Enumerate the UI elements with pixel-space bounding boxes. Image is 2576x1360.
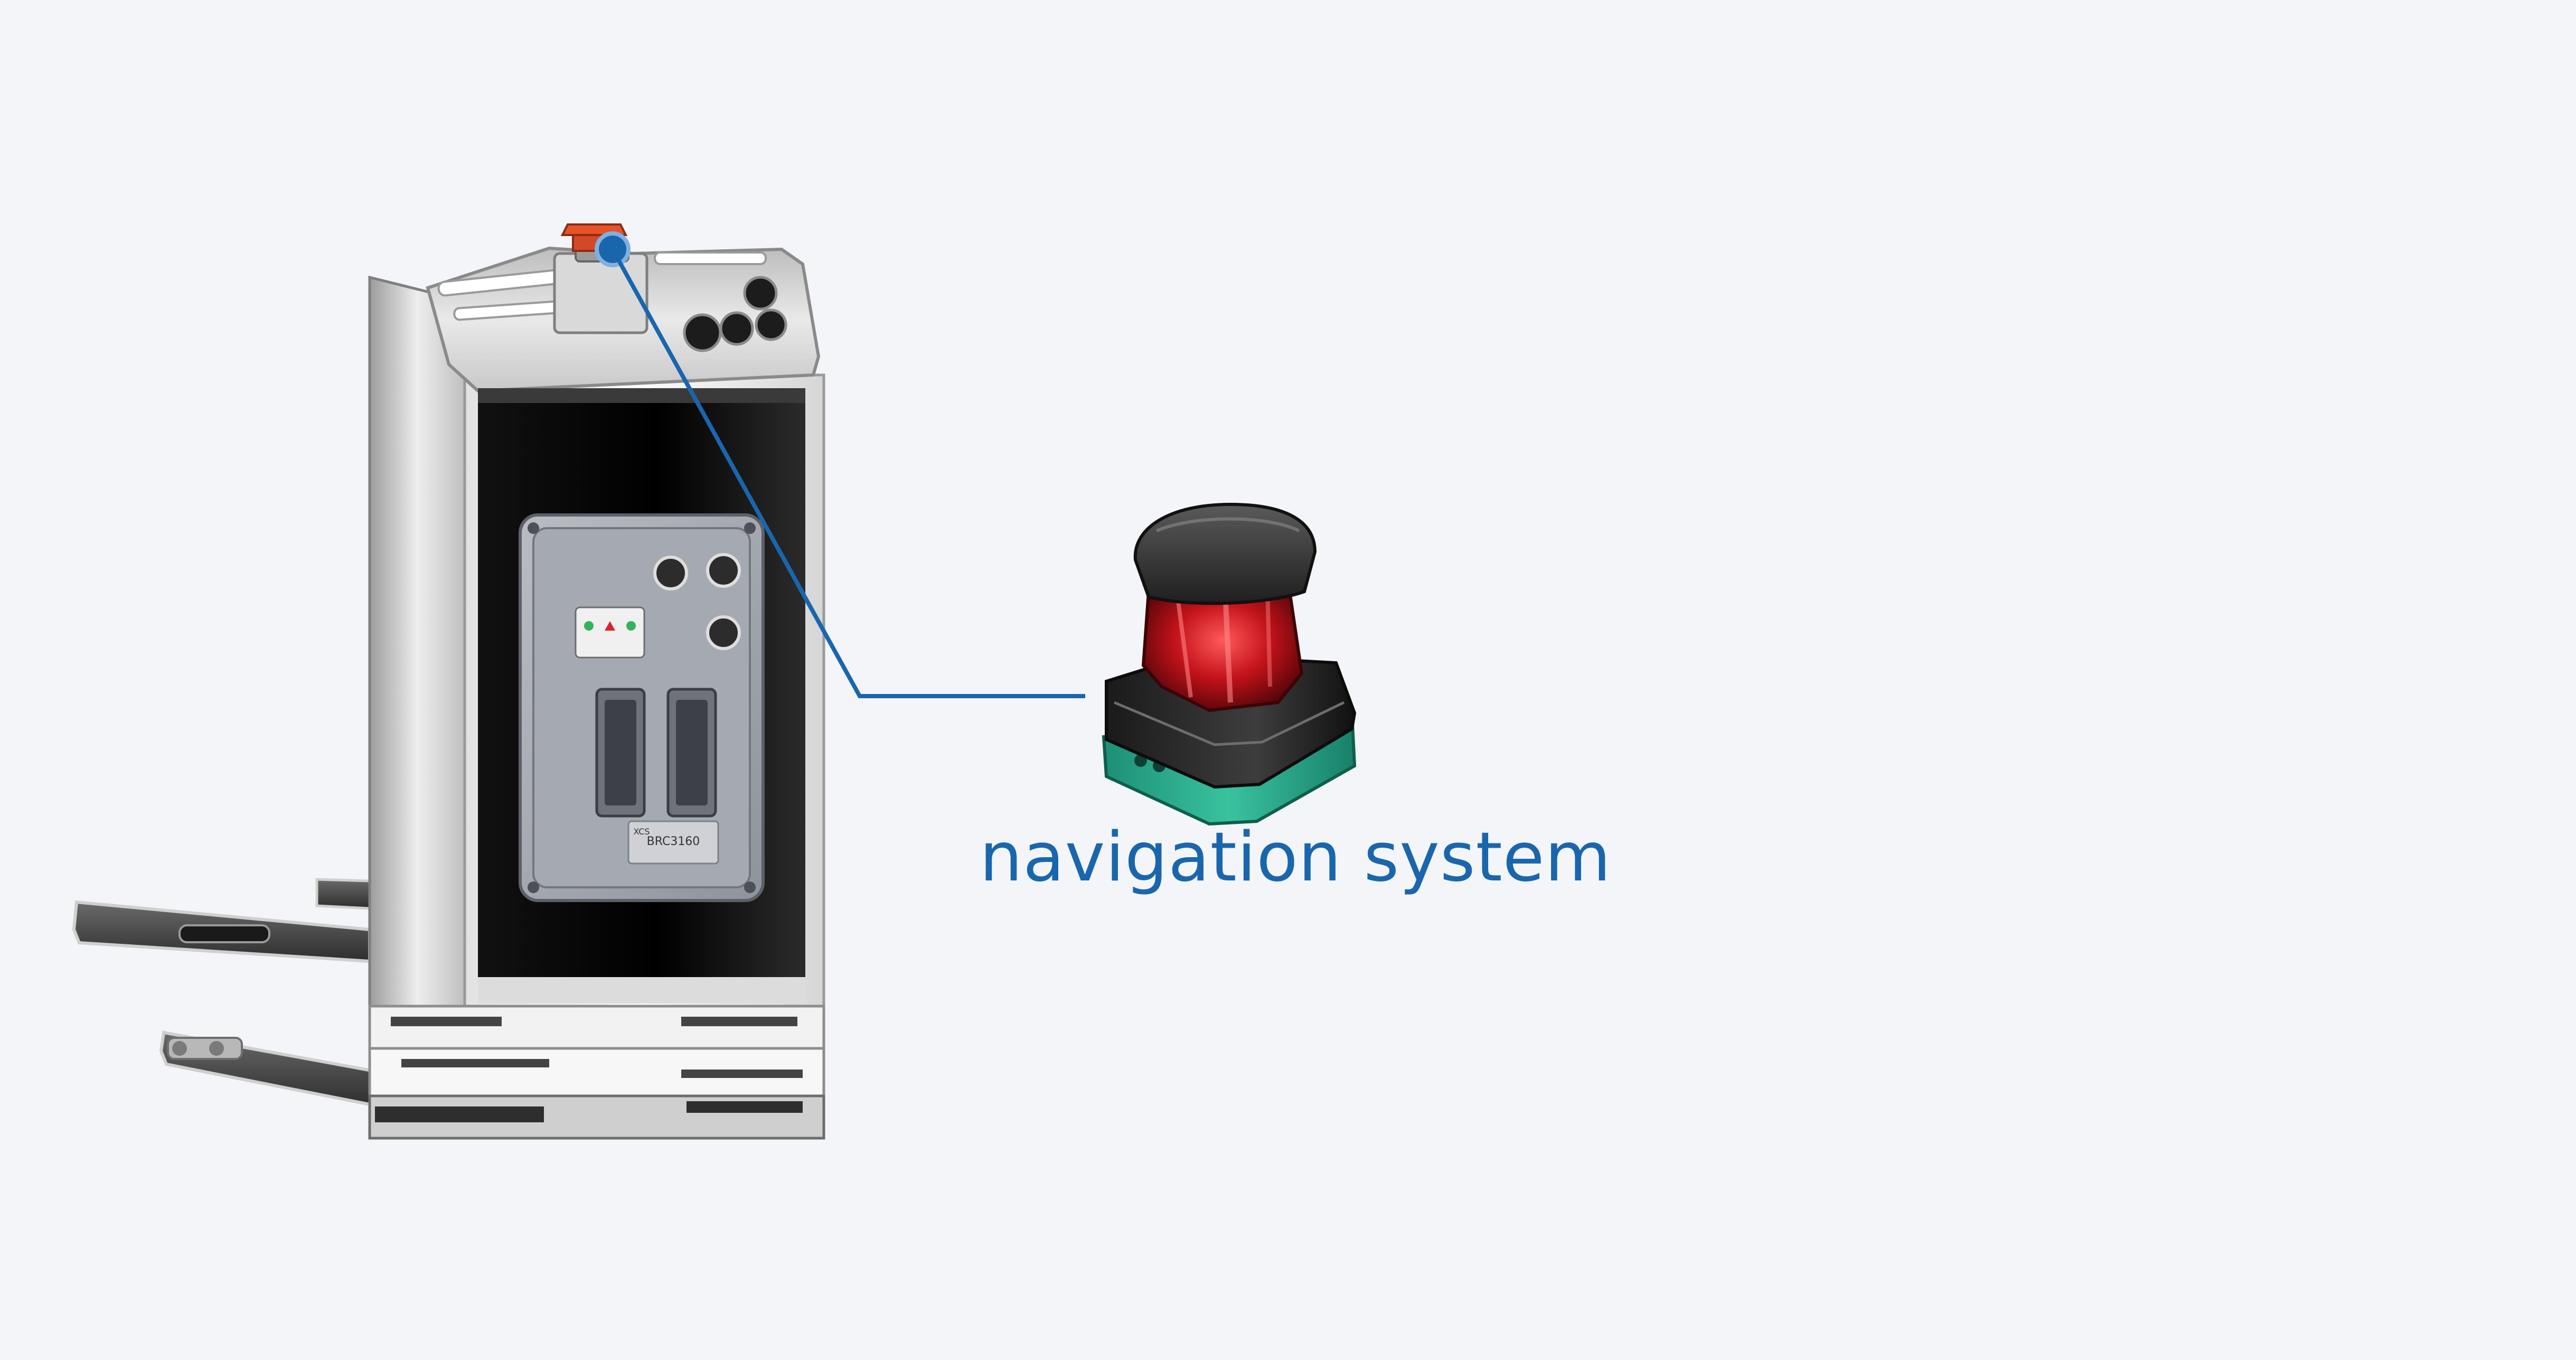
- top-connectors: [683, 276, 787, 352]
- navigation-system-label: navigation system: [980, 818, 1612, 897]
- agv-body: BRC3160 XCS: [368, 223, 825, 1140]
- controller-brand-label: XCS: [633, 827, 650, 837]
- pallet-forks: [72, 878, 382, 1109]
- chassis-base: [368, 1005, 825, 1140]
- scanner-window: [1141, 581, 1304, 712]
- controller-module: BRC3160 XCS: [519, 513, 765, 902]
- lidar-scanner: [1102, 502, 1357, 826]
- mast-side: [368, 275, 477, 1031]
- callout-line: [610, 248, 1085, 698]
- controller-model-label: BRC3160: [647, 835, 700, 848]
- scanner-cap: [1133, 502, 1317, 605]
- estop-housing: [553, 252, 648, 334]
